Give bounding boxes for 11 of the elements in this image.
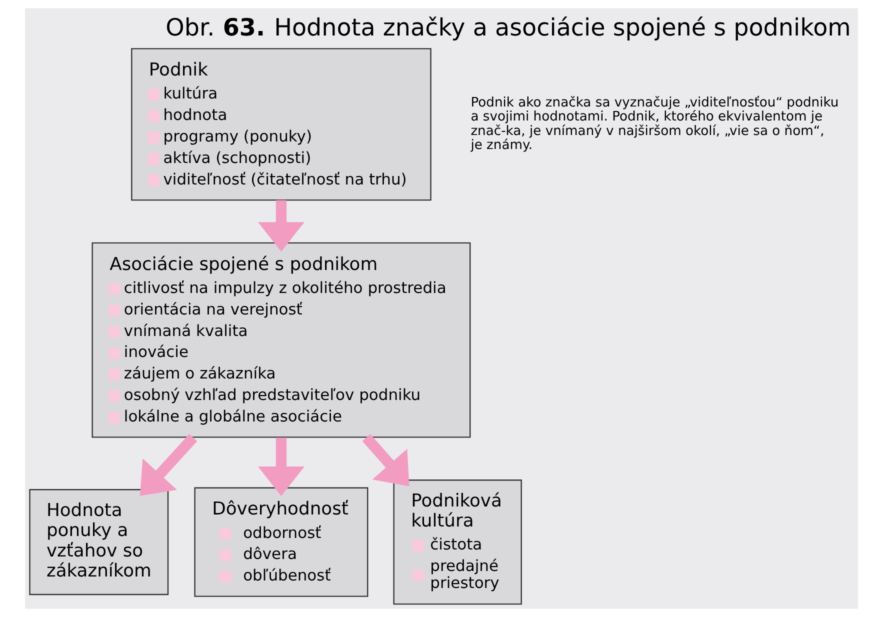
node-box: Podniková kultúra čistota predajné priestory — [393, 480, 522, 605]
arrow — [362, 434, 410, 486]
node-box: Dôveryhodnosť odbornosť dôvera obľúbenosť — [194, 487, 368, 597]
node-box: Asociácie spojené s podnikom citlivosť na impulzy z okolitého prostredia orientácia na verejnosť vnímaná kvalita inovácie záujem o zákazníka osobný vzhľad predstaviteľov podniku lokálne a globálne asociácie — [92, 242, 471, 438]
node-box: Hodnota ponuky a vzťahov so zákazníkom — [29, 489, 169, 596]
diagram-title: Obr. 63. Hodnota značky a asociácie spojené s podnikom — [166, 14, 851, 42]
arrow — [258, 200, 304, 252]
label: Podnik ako značka sa vyznačuje „viditeľnosťou“ podniku a svojimi hodnotami. Podnik, ktorého ekvivalentom je znač-ka, je vnímaný v najširšom okolí, „vie sa o ňom“, je známy. — [470, 95, 839, 154]
arrow — [258, 438, 304, 496]
arrow — [140, 434, 198, 496]
node-box: Podnik kultúra hodnota programy (ponuky) aktíva (schopnosti) viditeľnosť (čitateľnosť na trhu) — [131, 48, 432, 201]
